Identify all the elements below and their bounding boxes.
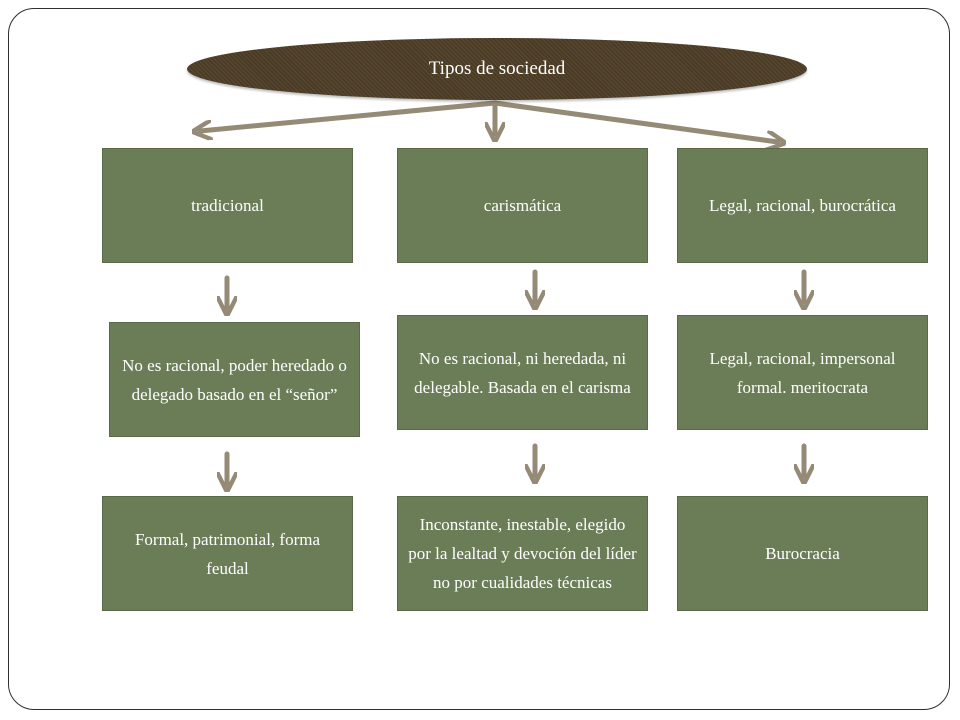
diagram-title: Tipos de sociedad [187, 38, 807, 100]
box-tradicional: tradicional [102, 148, 353, 263]
box-legal-description: Legal, racional, impersonal formal. meri… [677, 315, 928, 430]
box-carismatica-result: Inconstante, inestable, elegido por la l… [397, 496, 648, 611]
box-carismatica-description: No es racional, ni heredada, ni delegabl… [397, 315, 648, 430]
box-legal-result: Burocracia [677, 496, 928, 611]
box-tradicional-result: Formal, patrimonial, forma feudal [102, 496, 353, 611]
box-tradicional-description: No es racional, poder heredado o delegad… [109, 322, 360, 437]
box-legal-racional-burocratica: Legal, racional, burocrática [677, 148, 928, 263]
box-carismatica: carismática [397, 148, 648, 263]
